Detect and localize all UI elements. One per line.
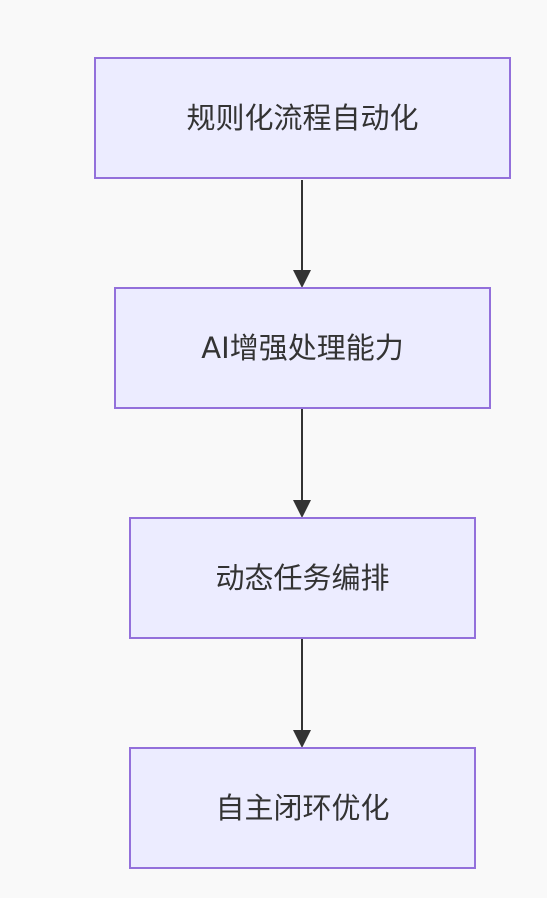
edge-1-2 xyxy=(293,409,311,518)
node-label: 动态任务编排 xyxy=(215,561,389,595)
node-label: 规则化流程自动化 xyxy=(186,101,418,135)
flow-node-rule-automation: 规则化流程自动化 xyxy=(94,57,511,179)
node-label: 自主闭环优化 xyxy=(215,791,389,825)
flow-node-dynamic-orchestration: 动态任务编排 xyxy=(129,517,476,639)
edge-2-3 xyxy=(293,638,311,748)
node-label: AI增强处理能力 xyxy=(201,331,403,365)
edge-0-1 xyxy=(293,180,311,288)
flow-node-ai-enhanced: AI增强处理能力 xyxy=(114,287,491,409)
flow-node-autonomous-loop: 自主闭环优化 xyxy=(129,747,476,869)
